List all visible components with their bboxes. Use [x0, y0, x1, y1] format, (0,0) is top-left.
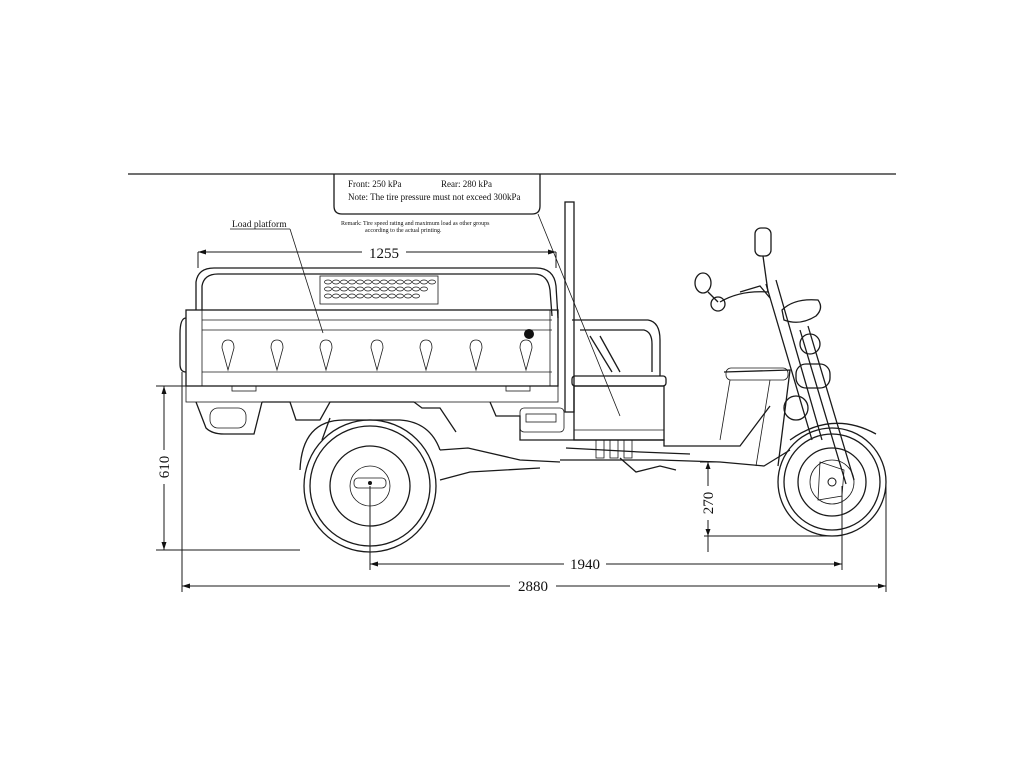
cab-pole — [564, 201, 575, 413]
remark-text-line2: according to the actual printing. — [365, 228, 442, 234]
seat-and-body — [571, 319, 667, 459]
load-platform-leader — [289, 228, 324, 334]
wheelbase-dimension: 1940 — [369, 486, 843, 573]
wheelbase-value: 1940 — [570, 557, 600, 573]
overall-length-value: 2880 — [518, 579, 548, 595]
front-fender — [789, 422, 877, 441]
overall-length-dimension: 2880 — [181, 372, 887, 595]
platform-length-value: 1255 — [369, 246, 399, 262]
remark-text-line1: Remark: Tire speed rating and maximum lo… — [341, 221, 490, 227]
rear-pressure-text: Rear: 280 kPa — [441, 179, 492, 189]
height-610-value: 610 — [157, 456, 173, 479]
cargo-box — [179, 267, 565, 441]
rear-fender — [299, 419, 441, 471]
latch-knob — [524, 329, 534, 339]
platform-length-dimension: 1255 — [197, 246, 557, 268]
load-platform-label: Load platform — [232, 219, 287, 230]
height-610-dimension: 610 — [156, 385, 300, 551]
ground-clearance-value: 270 — [701, 492, 717, 515]
placard-leader — [537, 213, 621, 417]
tire-pressure-placard: Front: 250 kPa Rear: 280 kPa Note: The t… — [333, 174, 541, 215]
front-steering-assembly — [694, 227, 855, 485]
front-pressure-text: Front: 250 kPa — [348, 179, 402, 189]
vent-grille — [324, 279, 436, 299]
chassis-floor — [556, 405, 771, 447]
front-wheel — [777, 427, 887, 537]
side-panel-ribs — [221, 339, 533, 372]
ground-clearance-dimension: 270 — [700, 461, 832, 552]
pressure-note-text: Note: The tire pressure must not exceed … — [348, 192, 521, 202]
